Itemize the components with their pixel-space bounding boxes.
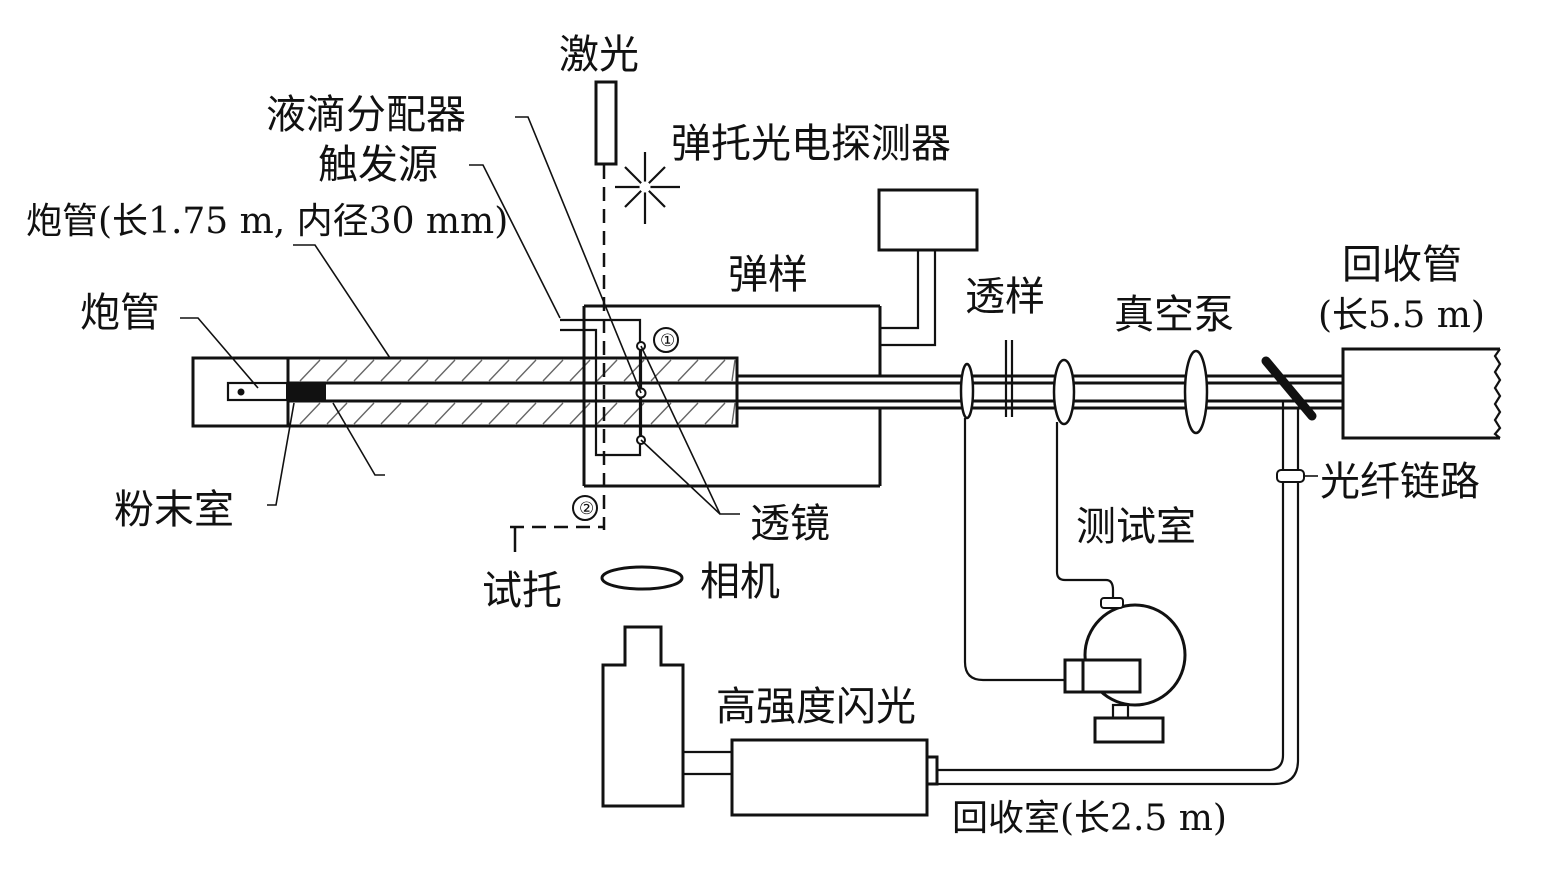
trigger-bracket — [560, 318, 642, 457]
svg-text:①: ① — [660, 331, 675, 351]
photodetector-icon — [615, 152, 680, 224]
mirror — [1261, 356, 1317, 421]
leader-lines — [180, 116, 1318, 515]
hatch-line — [407, 402, 429, 425]
hatch-line — [704, 359, 726, 382]
ring-2 — [1004, 340, 1014, 417]
hatch-line — [596, 359, 618, 382]
label-recovery-tube: 回收管 — [1342, 242, 1462, 288]
hatch-line — [731, 359, 736, 382]
label-test-chamber: 测试室 — [1076, 504, 1196, 550]
hatch-line — [434, 402, 456, 425]
label-powder-chamber: 粉末室 — [114, 487, 234, 533]
hatch-line — [434, 359, 456, 382]
breech-block — [191, 356, 290, 428]
powder-chamber-block — [286, 383, 326, 401]
camera-lens-ellipse — [600, 565, 684, 591]
label-trigger-source: 触发源 — [318, 142, 438, 188]
test-chamber-lines — [963, 418, 1115, 682]
label-transmitted-sample: 透样 — [965, 274, 1045, 320]
hatch-line — [650, 402, 672, 425]
label-high-intensity-flash: 高强度闪光 — [716, 684, 916, 730]
hatch-line — [488, 359, 510, 382]
label-fiber-link: 光纤链路 — [1320, 459, 1480, 505]
marker-1: ① — [653, 327, 679, 353]
recovery-tube — [1341, 347, 1502, 440]
vacuum-pump — [1063, 597, 1187, 744]
flash-unit — [683, 738, 939, 817]
label-sabot-photodetector: 弹托光电探测器 — [671, 121, 951, 167]
hatch-line — [353, 359, 375, 382]
ring-1 — [959, 362, 975, 420]
marker-2: ② — [572, 495, 598, 521]
ring-3 — [1052, 358, 1076, 426]
label-lens: 透镜 — [750, 501, 830, 547]
hatch-line — [461, 359, 483, 382]
hatch-line — [299, 402, 321, 425]
hatch-line — [488, 402, 510, 425]
hatch-line — [542, 359, 564, 382]
hatch-line — [677, 359, 699, 382]
hatch-line — [326, 402, 348, 425]
hatch-line — [569, 359, 591, 382]
hatch-line — [650, 359, 672, 382]
flight-tube — [737, 374, 1343, 410]
label-recovery-chamber: 回收室(长2.5 m) — [952, 798, 1227, 839]
hatch-line — [380, 359, 402, 382]
label-barrel-spec: 炮管(长1.75 m, 内径30 mm) — [26, 201, 508, 242]
hatch-line — [326, 359, 348, 382]
vacuum-ring — [1183, 349, 1209, 435]
hatch-line — [299, 359, 321, 382]
hatch-line — [407, 359, 429, 382]
laser-beam-line — [510, 165, 606, 552]
label-vacuum-pump: 真空泵 — [1114, 292, 1234, 338]
hatch-line — [731, 402, 736, 425]
hatch-line — [569, 402, 591, 425]
barrel-hatching — [299, 359, 736, 425]
label-recovery-tube-spec: (长5.5 m) — [1318, 295, 1485, 336]
electronics-box — [877, 188, 979, 347]
label-barrel: 炮管 — [80, 290, 160, 336]
sample-chamber — [582, 304, 882, 488]
hatch-line — [353, 402, 375, 425]
label-droplet-distributor: 液滴分配器 — [266, 92, 466, 138]
hatch-line — [515, 359, 537, 382]
hatch-line — [461, 402, 483, 425]
fiber-link-line — [935, 401, 1305, 786]
label-projectile-sample: 弹样 — [728, 252, 808, 298]
label-sabot-test: 试托 — [482, 568, 562, 614]
hatch-line — [596, 402, 618, 425]
hatch-line — [677, 402, 699, 425]
hatch-line — [515, 402, 537, 425]
label-camera: 相机 — [700, 559, 780, 605]
hatch-line — [704, 402, 726, 425]
svg-text:②: ② — [579, 499, 594, 519]
laser-source — [594, 80, 618, 166]
label-laser: 激光 — [559, 32, 639, 78]
hatch-line — [380, 402, 402, 425]
barrel-body — [286, 356, 739, 428]
hatch-line — [542, 402, 564, 425]
camera-body — [601, 625, 685, 808]
